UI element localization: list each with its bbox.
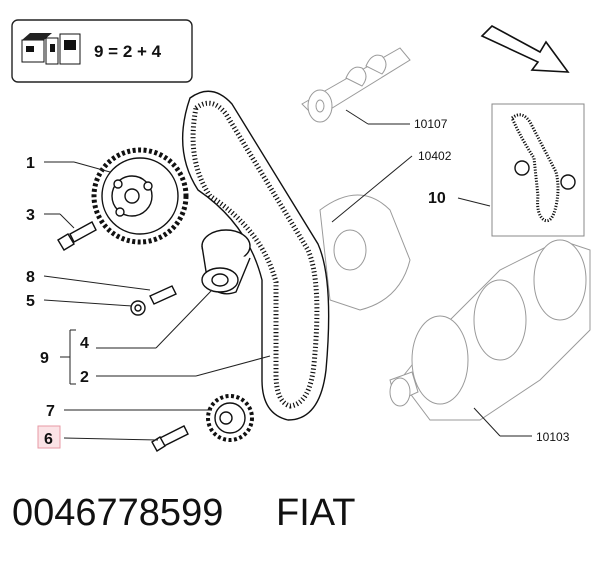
crankshaft-pulley bbox=[206, 394, 254, 442]
callout-4: 4 bbox=[80, 335, 89, 352]
timing-belt bbox=[181, 90, 330, 421]
camshaft bbox=[301, 47, 411, 123]
callout-1: 1 bbox=[26, 155, 35, 172]
callout-6: 6 bbox=[44, 431, 53, 448]
tensioner-pulley bbox=[201, 229, 251, 295]
callout-3: 3 bbox=[26, 207, 35, 224]
callout-8: 8 bbox=[26, 269, 35, 286]
camshaft-pulley bbox=[91, 147, 189, 245]
callout-2: 2 bbox=[80, 369, 89, 386]
inset-kit-view bbox=[491, 103, 585, 237]
bolt-6 bbox=[151, 425, 189, 452]
ref-10402: 10402 bbox=[418, 149, 452, 163]
callout-10: 10 bbox=[428, 190, 446, 207]
bolt-3 bbox=[57, 221, 97, 251]
legend: 9 = 2 + 4 bbox=[11, 19, 193, 83]
callout-5: 5 bbox=[26, 293, 35, 310]
legend-formula: 9 = 2 + 4 bbox=[94, 42, 162, 61]
ref-10107: 10107 bbox=[414, 117, 448, 131]
bolt-8 bbox=[149, 285, 177, 305]
ref-10103: 10103 bbox=[536, 430, 570, 444]
parts-kit-icon bbox=[21, 33, 81, 65]
brand-name: FIAT bbox=[276, 492, 356, 534]
leader-lines bbox=[43, 109, 532, 441]
callout-7: 7 bbox=[46, 403, 55, 420]
crankshaft bbox=[389, 239, 591, 421]
reference-labels: 10107 10402 10103 bbox=[414, 117, 570, 444]
direction-arrow bbox=[480, 25, 570, 73]
nut-5 bbox=[130, 300, 146, 316]
callout-9: 9 bbox=[40, 350, 49, 367]
callout-labels: 1 3 8 5 9 4 2 7 6 10 bbox=[26, 155, 446, 449]
part-number: 0046778599 bbox=[12, 492, 224, 534]
